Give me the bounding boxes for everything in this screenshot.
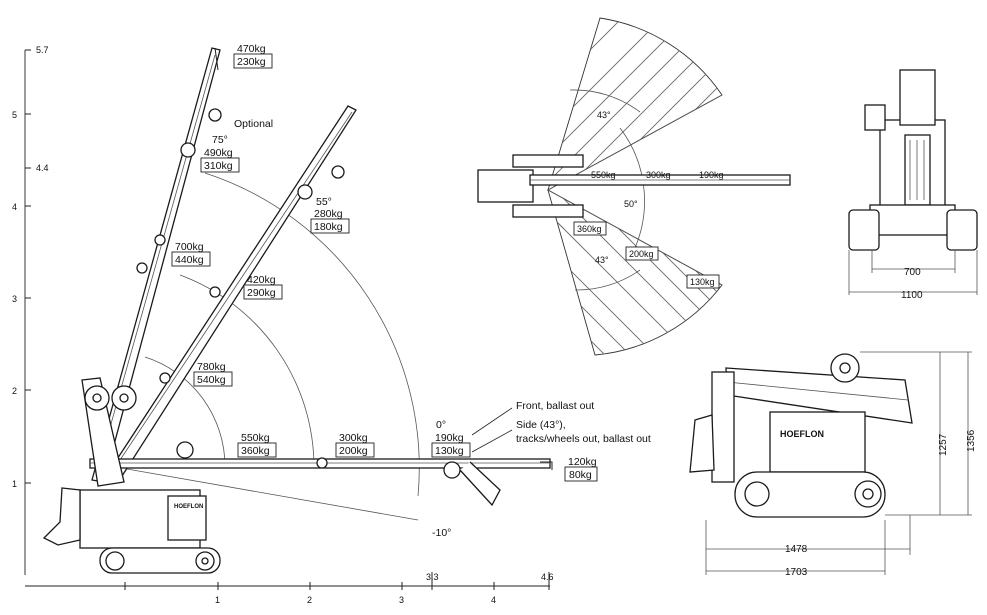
x-tick-label: 4: [491, 595, 496, 605]
x-tick-label: 1: [215, 595, 220, 605]
load-label: 780kg: [197, 361, 226, 373]
dimension-label: 1100: [901, 290, 923, 301]
load-label: 280kg: [314, 208, 343, 220]
dimension-label: 1478: [785, 544, 808, 555]
x-tick-label: 2: [307, 595, 312, 605]
y-tick-label: 1: [12, 479, 17, 489]
load-label-boxed: 200kg: [339, 445, 368, 457]
load-label-boxed: 540kg: [197, 374, 226, 386]
dimension-label: 1703: [785, 567, 808, 578]
angle-label: 50°: [624, 199, 638, 209]
load-label: 190kg: [699, 170, 724, 180]
load-label: 420kg: [247, 274, 276, 286]
brand-label: HOEFLON: [780, 429, 824, 439]
load-label: 490kg: [204, 147, 233, 159]
y-tick-label: 4: [12, 202, 17, 212]
x-axis-ticks: 1 2 3 3.3 4 4.6: [124, 572, 554, 605]
y-tick-label: 4.4: [36, 163, 49, 173]
load-labels: 470kg 230kg Optional 75° 490kg 310kg 55°…: [171, 43, 598, 539]
front-view-drawing: 700 1100: [848, 69, 978, 301]
angle-label: 0°: [436, 419, 446, 431]
angle-label: 55°: [316, 196, 332, 208]
legend-side-line1: Side (43°),: [516, 419, 566, 431]
load-label: 550kg: [591, 170, 616, 180]
y-tick-label: 5: [12, 110, 17, 120]
load-label-boxed: 310kg: [204, 160, 233, 172]
load-label-boxed: 130kg: [690, 277, 715, 287]
y-tick-label: 2: [12, 386, 17, 396]
x-tick-label: 4.6: [541, 572, 554, 582]
x-tick-label: 3: [399, 595, 404, 605]
load-label-boxed: 80kg: [569, 469, 592, 481]
angle-label: -10°: [432, 527, 451, 539]
y-axis-ticks: 5.7 5 4.4 4 3 2 1: [12, 45, 49, 489]
load-label-boxed: 200kg: [629, 249, 654, 259]
brand-small: HOEFLON: [174, 504, 203, 510]
side-machine-drawing: HOEFLON 1257 1356 1478 1703: [689, 351, 977, 578]
boom-horizontal: [89, 441, 553, 507]
angle-label: 43°: [597, 110, 611, 120]
load-label: 120kg: [568, 456, 597, 468]
y-tick-label: 5.7: [36, 45, 49, 55]
load-legend: Front, ballast out Side (43°), tracks/wh…: [471, 400, 651, 453]
load-label-boxed: 230kg: [237, 56, 266, 68]
angle-label: 75°: [212, 134, 228, 146]
dimension-label: 1356: [966, 429, 977, 452]
load-label-boxed: 180kg: [314, 221, 343, 233]
load-label: 300kg: [646, 170, 671, 180]
legend-side-line2: tracks/wheels out, ballast out: [516, 433, 651, 445]
load-label-boxed: 130kg: [435, 445, 464, 457]
side-load-chart: 5.7 5 4.4 4 3 2 1 1 2 3 3.3 4 4.6: [12, 43, 651, 605]
crane-mast: [81, 377, 137, 487]
dimension-label: 700: [904, 267, 921, 278]
load-label: 700kg: [175, 241, 204, 253]
angle-label: 43°: [595, 255, 609, 265]
load-label: 190kg: [435, 432, 464, 444]
load-label-boxed: 360kg: [577, 224, 602, 234]
load-label-boxed: 290kg: [247, 287, 276, 299]
legend-front: Front, ballast out: [516, 400, 594, 412]
load-label: 300kg: [339, 432, 368, 444]
load-label: 470kg: [237, 43, 266, 55]
load-label-boxed: 440kg: [175, 254, 204, 266]
dimension-label: 1257: [938, 433, 949, 456]
optional-label: Optional: [234, 118, 273, 130]
load-label-boxed: 360kg: [241, 445, 270, 457]
reach-arcs: [109, 172, 420, 521]
x-tick-label: 3.3: [426, 572, 439, 582]
load-label: 550kg: [241, 432, 270, 444]
y-tick-label: 3: [12, 294, 17, 304]
crane-base: HOEFLON: [42, 487, 221, 574]
top-view-slew-diagram: 43° 50° 43° 550kg 300kg 190kg 360kg 200k…: [477, 17, 791, 356]
